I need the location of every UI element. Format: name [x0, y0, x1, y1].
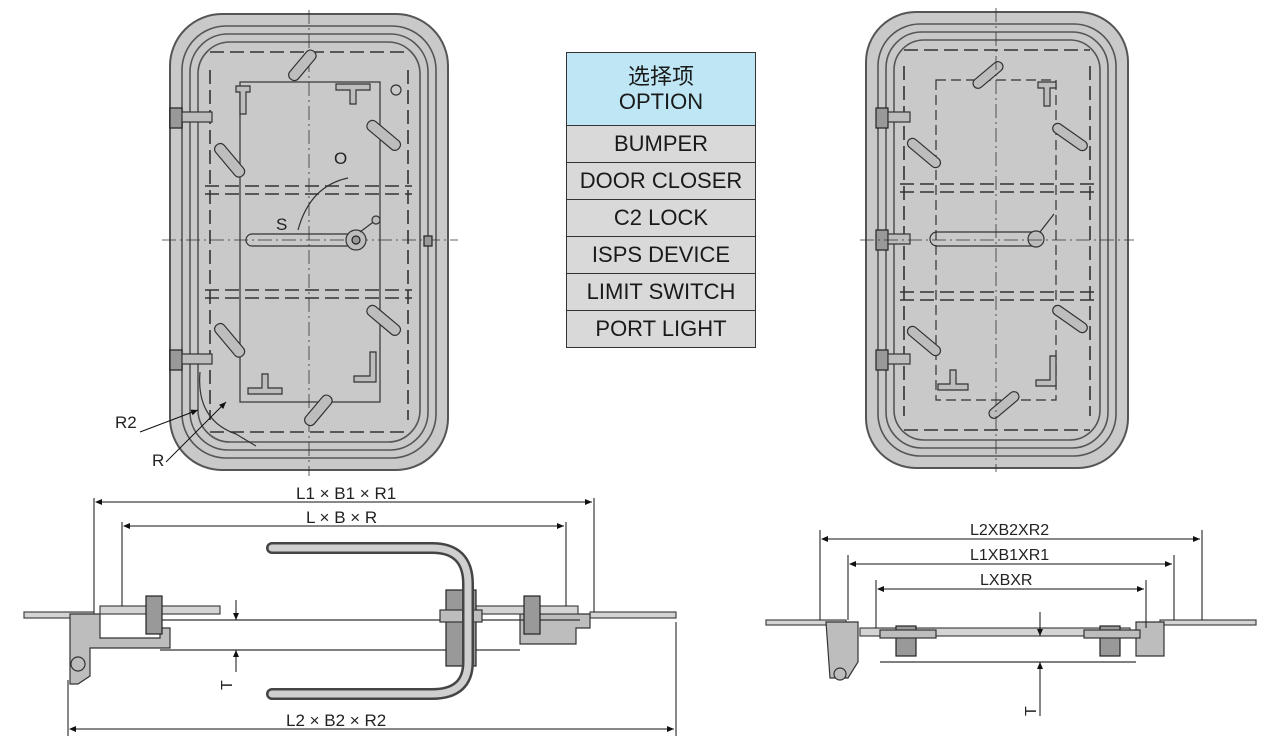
label-o: O	[334, 149, 347, 168]
dim-l1b1r1-left: L1 × B1 × R1	[296, 484, 396, 503]
option-header-en: OPTION	[618, 89, 704, 114]
dim-l2b2r2-right: L2XB2XR2	[970, 522, 1049, 539]
left-section-view: L1 × B1 × R1 L × B × R L2 × B2 × R2 T	[23, 484, 677, 736]
option-item-port-light: PORT LIGHT	[566, 310, 756, 348]
dim-t-right: T	[1023, 706, 1040, 716]
option-item-c2-lock: C2 LOCK	[566, 199, 756, 237]
dim-lbxr-right: LXBXR	[980, 572, 1032, 589]
right-door-back-view	[860, 8, 1134, 472]
option-table: 选择项 OPTION BUMPER DOOR CLOSER C2 LOCK IS…	[566, 52, 756, 348]
option-item-bumper: BUMPER	[566, 125, 756, 163]
dim-t-left: T	[219, 680, 236, 690]
right-door-hinges	[875, 107, 911, 371]
left-door-front-view: O S R2 R	[115, 10, 458, 476]
label-r: R	[152, 451, 164, 470]
dim-l1b1r1-right: L1XB1XR1	[970, 547, 1049, 564]
dog-clamps	[213, 49, 402, 427]
right-section-view: L2XB2XR2 L1XB1XR1 LXBXR T	[765, 522, 1257, 716]
dim-l2b2r2-left: L2 × B2 × R2	[286, 711, 386, 730]
label-r2: R2	[115, 413, 137, 432]
option-table-header: 选择项 OPTION	[566, 52, 756, 126]
option-item-door-closer: DOOR CLOSER	[566, 162, 756, 200]
dim-lbr-left: L × B × R	[306, 508, 377, 527]
option-item-isps-device: ISPS DEVICE	[566, 236, 756, 274]
left-door-hinges	[169, 107, 433, 371]
label-s: S	[276, 215, 287, 234]
option-header-cn: 选择项	[627, 64, 694, 89]
right-dog-clamps	[906, 61, 1088, 419]
option-item-limit-switch: LIMIT SWITCH	[566, 273, 756, 311]
